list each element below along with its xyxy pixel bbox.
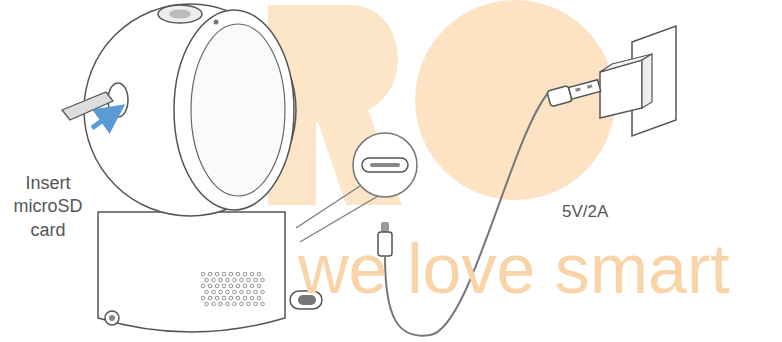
- reset-hole: [105, 311, 119, 325]
- camera-base: [98, 212, 285, 332]
- camera-lens: [169, 10, 191, 19]
- instruction-label: Insert microSD card: [4, 172, 92, 242]
- camera-head: [84, 4, 296, 216]
- power-adapter: [642, 54, 652, 108]
- port-callout: [353, 133, 417, 197]
- watermark-text: we love smart: [298, 234, 730, 304]
- speaker-grille: [201, 272, 264, 306]
- camera-face: [174, 10, 294, 210]
- watermark-letter: [415, 0, 615, 200]
- voltage-label: 5V/2A: [562, 203, 608, 220]
- reset-hole: [109, 315, 115, 321]
- usb-c-port: [362, 158, 408, 172]
- callout-leader: [296, 186, 360, 228]
- camera-lens: [158, 5, 202, 23]
- usb-a-plug: [547, 78, 601, 107]
- camera-face: [191, 24, 285, 196]
- sensor-dot: [214, 20, 219, 25]
- usb-c-port: [370, 163, 400, 167]
- insert-arrow: [92, 113, 113, 128]
- usb-c-plug: [381, 222, 389, 232]
